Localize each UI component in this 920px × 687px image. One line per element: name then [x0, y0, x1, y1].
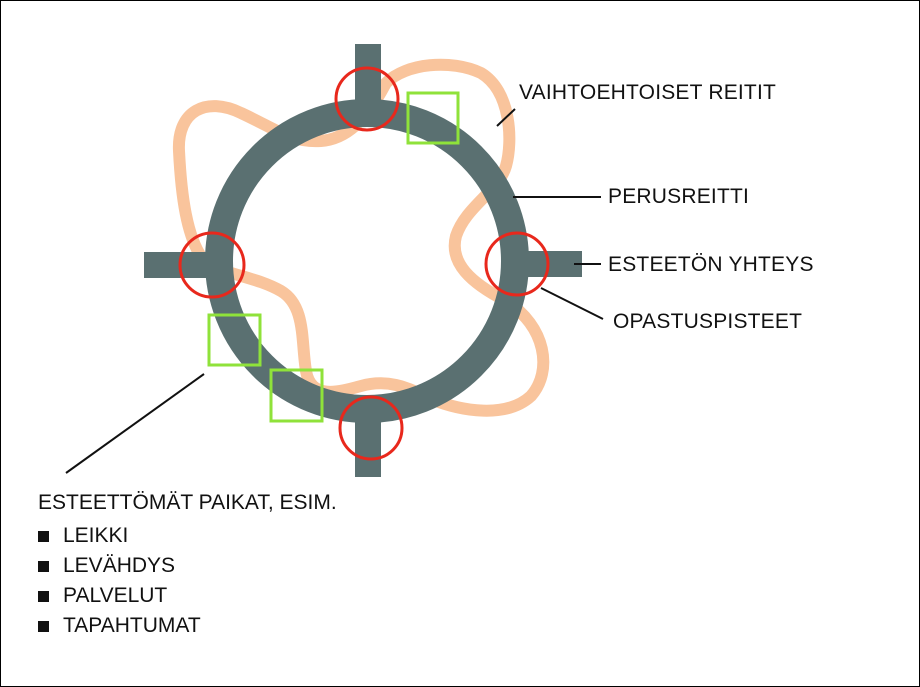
base-route-ring [205, 99, 529, 423]
guidance-point-right [484, 231, 550, 297]
label-accessible-connection: ESTEETÖN YHTEYS [608, 253, 814, 276]
legend-title: ESTEETTÖMÄT PAIKAT, ESIM. [38, 491, 337, 514]
guidance-point-bottom [338, 395, 404, 461]
legend-item-label: TAPAHTUMAT [63, 614, 201, 637]
legend-item-label: PALVELUT [63, 584, 168, 607]
connection-stub-top [355, 44, 381, 124]
label-base-route: PERUSREITTI [608, 185, 750, 208]
label-alternative-routes: VAIHTOEHTOISET REITIT [519, 81, 777, 104]
legend-item-label: LEIKKI [63, 524, 129, 547]
legend-item: LEIKKI [38, 521, 337, 551]
connection-stub-bottom [355, 399, 381, 477]
leader-alternative-routes [496, 108, 516, 127]
legend-item: PALVELUT [38, 581, 337, 611]
square-bullet-icon [38, 560, 49, 572]
leader-guidance-points [540, 287, 604, 320]
accessible-place-2 [207, 313, 262, 367]
legend-item: LEVÄHDYS [38, 551, 337, 581]
connection-stub-left [144, 252, 224, 278]
accessible-place-3 [269, 368, 324, 423]
leader-accessible-places [65, 373, 205, 474]
guidance-point-left [178, 231, 246, 299]
legend-item: TAPAHTUMAT [38, 611, 337, 641]
guidance-point-top [334, 66, 400, 132]
accessible-places-legend: ESTEETTÖMÄT PAIKAT, ESIM. LEIKKI LEVÄHDY… [38, 491, 337, 641]
accessible-place-1 [406, 91, 460, 145]
square-bullet-icon [38, 530, 49, 542]
legend-item-label: LEVÄHDYS [63, 554, 176, 577]
square-bullet-icon [38, 590, 49, 602]
label-guidance-points: OPASTUSPISTEET [613, 310, 803, 333]
connection-stub-right [506, 251, 582, 277]
square-bullet-icon [38, 620, 49, 632]
